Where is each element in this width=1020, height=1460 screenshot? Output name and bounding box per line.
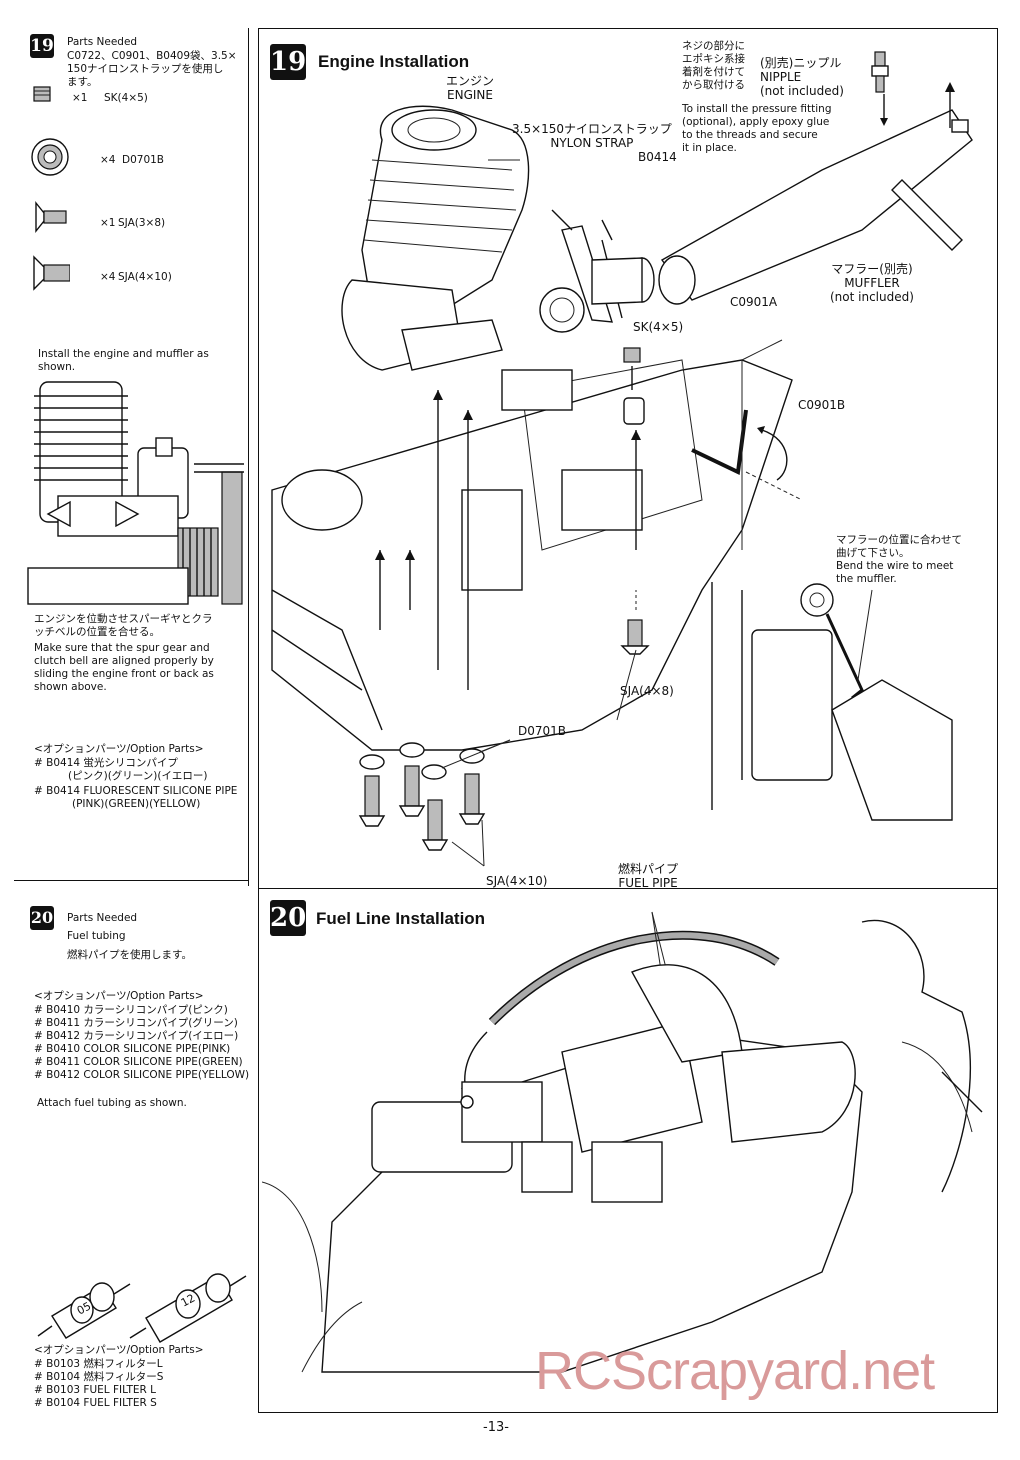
label-c0901b: C0901B bbox=[798, 398, 846, 412]
filter-line-2: # B0104 燃料フィルターS bbox=[34, 1371, 164, 1383]
engine-installation-illustration bbox=[271, 51, 973, 867]
step19-option-line-1: # B0414 蛍光シリコンパイプ bbox=[34, 757, 178, 769]
attach-note: Attach fuel tubing as shown. bbox=[37, 1097, 187, 1109]
step20-title: Fuel Line Installation bbox=[316, 909, 486, 928]
bend-note: マフラーの位置に合わせて 曲げて下さい。 Bend the wire to me… bbox=[836, 534, 962, 585]
watermark: RCScrapyard.net bbox=[535, 1341, 935, 1401]
part-sja410-code: SJA(4×10) bbox=[118, 271, 172, 283]
step20-parts-needed-item: Fuel tubing bbox=[67, 930, 126, 942]
wire-c0901b-icon bbox=[691, 409, 803, 501]
countersunk-screw-large-icon bbox=[33, 255, 70, 291]
part-sk-qty: ×1 bbox=[72, 92, 88, 104]
step20-badge-small: 20 bbox=[30, 906, 54, 930]
step19-badge-small: 19 bbox=[30, 34, 54, 58]
label-nylon-strap: 3.5×150ナイロンストラップ NYLON STRAP bbox=[512, 122, 672, 150]
chassis-icon bbox=[271, 359, 793, 751]
step20-option-line-3: # B0412 カラーシリコンパイプ(イエロー) bbox=[34, 1030, 239, 1042]
step19-option-line-3: # B0414 FLUORESCENT SILICONE PIPE bbox=[34, 785, 238, 797]
step19-title: Engine Installation bbox=[318, 52, 470, 71]
section-divider bbox=[258, 888, 998, 889]
fuel-filter-large-icon bbox=[37, 1282, 131, 1339]
screws-sja410-icon bbox=[358, 765, 486, 851]
part-sk-code: SK(4×5) bbox=[104, 92, 148, 104]
install-note: Install the engine and muffler as shown. bbox=[38, 348, 209, 373]
bend-detail-icon bbox=[711, 339, 953, 821]
step20-option-line-4: # B0410 COLOR SILICONE PIPE(PINK) bbox=[34, 1043, 231, 1055]
filter-option-heading: <オプションパーツ/Option Parts> bbox=[34, 1344, 204, 1356]
screw-sja48-icon bbox=[620, 590, 650, 655]
parts-icons bbox=[31, 86, 70, 291]
chassis-fuel-icon bbox=[262, 919, 983, 1373]
part-washer-qty: ×4 bbox=[100, 154, 116, 166]
servo-tray-icon bbox=[561, 1021, 703, 1153]
fuel-line-illustration bbox=[262, 911, 983, 1373]
step20-parts-needed-label: Parts Needed bbox=[67, 912, 138, 924]
label-nipple: (別売)ニップル NIPPLE (not included) bbox=[760, 56, 844, 98]
step19-badge: 19 bbox=[270, 44, 306, 80]
left-column-border bbox=[248, 28, 249, 886]
step19-option-heading: <オプションパーツ/Option Parts> bbox=[34, 743, 204, 755]
label-d0701b: D0701B bbox=[518, 724, 567, 738]
engine-icon bbox=[341, 105, 585, 371]
label-sja48: SJA(4×8) bbox=[620, 684, 674, 698]
countersunk-screw-small-icon bbox=[35, 201, 67, 233]
part-sja38-code: SJA(3×8) bbox=[118, 217, 166, 229]
spur-gear-alignment-illustration bbox=[27, 381, 244, 605]
part-washer-code: D0701B bbox=[122, 154, 165, 166]
step20-option-line-2: # B0411 カラーシリコンパイプ(グリーン) bbox=[34, 1017, 238, 1029]
step19-parts-needed-jp: C0722、C0901、B0409袋、3.5× 150ナイロンストラップを使用し… bbox=[67, 50, 237, 88]
label-c0901a: C0901A bbox=[730, 295, 778, 309]
nipple-note-en: To install the pressure fitting (optiona… bbox=[682, 103, 832, 154]
step20-option-line-6: # B0412 COLOR SILICONE PIPE(YELLOW) bbox=[34, 1069, 250, 1081]
align-note-jp: エンジンを位動させスパーギヤとクラ ッチベルの位置を合せる。 bbox=[34, 613, 213, 638]
step19-parts-needed-label: Parts Needed bbox=[67, 36, 138, 48]
label-b0414: B0414 bbox=[638, 150, 677, 164]
nipple-icon bbox=[871, 51, 889, 126]
step20-badge: 20 bbox=[270, 900, 306, 936]
set-screw-icon bbox=[33, 86, 51, 102]
align-note-en: Make sure that the spur gear and clutch … bbox=[34, 642, 214, 693]
muffler-icon bbox=[658, 109, 973, 305]
washers-d0701b-icon bbox=[359, 742, 485, 780]
part-sja38-qty: ×1 bbox=[100, 217, 116, 229]
step20-option-line-1: # B0410 カラーシリコンパイプ(ピンク) bbox=[34, 1004, 228, 1016]
filter-line-1: # B0103 燃料フィルターL bbox=[34, 1358, 163, 1370]
filter-line-4: # B0104 FUEL FILTER S bbox=[34, 1397, 157, 1409]
part-sja410-qty: ×4 bbox=[100, 271, 116, 283]
main-frame bbox=[258, 28, 998, 1413]
step20-option-line-5: # B0411 COLOR SILICONE PIPE(GREEN) bbox=[34, 1056, 243, 1068]
step20-parts-needed-jp: 燃料パイプを使用します。 bbox=[67, 949, 192, 961]
page-number: -13- bbox=[483, 1420, 509, 1435]
fuel-tank-icon bbox=[721, 1041, 856, 1143]
nipple-note-jp: ネジの部分に エポキシ系接 着剤を付けて から取付ける bbox=[682, 40, 745, 91]
left-column-divider bbox=[14, 880, 249, 881]
filter-line-3: # B0103 FUEL FILTER L bbox=[34, 1384, 157, 1396]
label-sk: SK(4×5) bbox=[633, 320, 684, 334]
label-muffler: マフラー(別売) MUFFLER (not included) bbox=[830, 262, 914, 304]
fuel-pipe-icon bbox=[489, 932, 779, 1025]
fuel-filter-small-icon bbox=[129, 1273, 247, 1343]
silicone-pipe-icon bbox=[591, 257, 655, 305]
label-engine: エンジン ENGINE bbox=[446, 74, 495, 102]
step19-option-line-2: (ピンク)(グリーン)(イエロー) bbox=[68, 770, 208, 782]
label-sja410: SJA(4×10) bbox=[486, 874, 548, 888]
fuel-filter-illustration bbox=[37, 1273, 247, 1343]
clamp-c0901a-icon bbox=[623, 347, 645, 425]
step20-option-heading: <オプションパーツ/Option Parts> bbox=[34, 990, 204, 1002]
label-fuel-pipe: 燃料パイプ FUEL PIPE bbox=[618, 862, 679, 890]
step19-option-line-4: (PINK)(GREEN)(YELLOW) bbox=[72, 798, 201, 810]
